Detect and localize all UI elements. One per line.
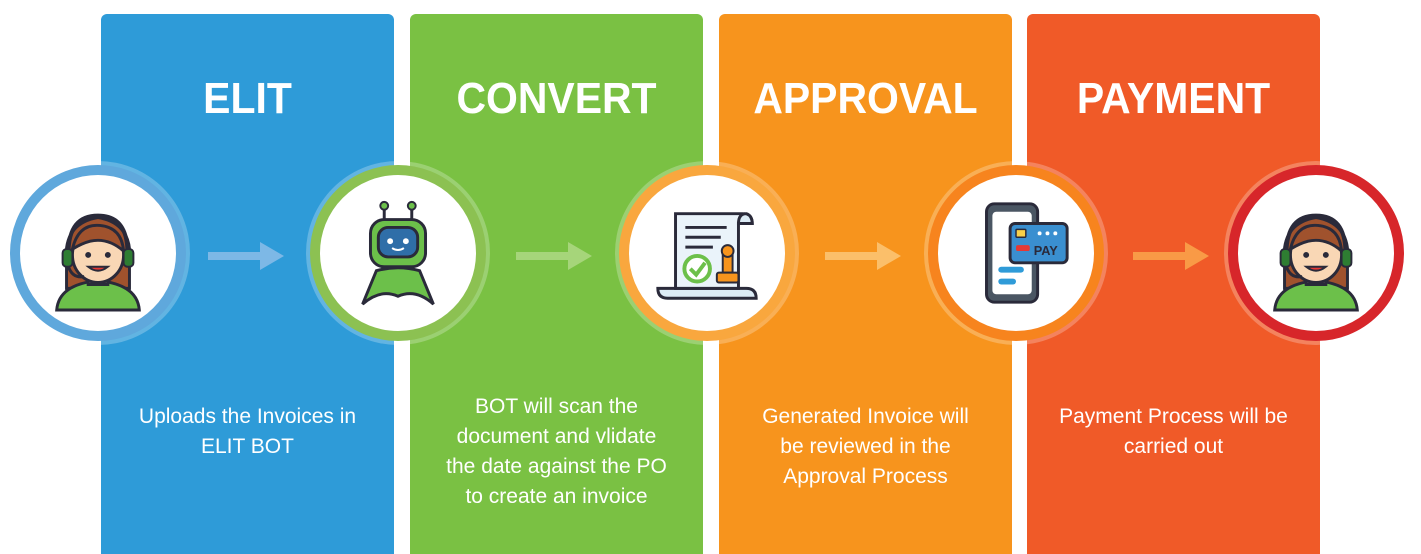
stage-title: APPROVAL <box>753 74 978 123</box>
stage-title: PAYMENT <box>1076 74 1271 123</box>
node-agent-start <box>10 165 186 341</box>
node-payment: PAY <box>928 165 1104 341</box>
node-agent-end <box>1228 165 1404 341</box>
stage-description: Generated Invoice will be reviewed in th… <box>729 402 1002 492</box>
flow-arrow-icon <box>208 242 284 270</box>
description-line: Uploads the Invoices in <box>138 405 357 428</box>
node-robot <box>310 165 486 341</box>
stage-title: ELIT <box>203 74 292 123</box>
description-line: to create an invoice <box>465 485 648 508</box>
node-document <box>619 165 795 341</box>
robot-icon <box>361 200 435 306</box>
card-pay-label: PAY <box>1034 243 1059 258</box>
flow-arrow-icon <box>825 242 901 270</box>
description-line: carried out <box>1123 435 1224 458</box>
stage-description: Payment Process will be carried out <box>1037 402 1310 462</box>
mobile-payment-icon: PAY <box>985 202 1069 304</box>
description-line: the date against the PO <box>446 455 667 478</box>
description-line: Generated Invoice will <box>762 405 969 428</box>
description-line: ELIT BOT <box>201 435 294 458</box>
description-line: Payment Process will be <box>1059 405 1288 428</box>
support-agent-icon <box>55 213 141 312</box>
stage-title: CONVERT <box>456 74 657 123</box>
document-stamp-icon <box>656 212 758 300</box>
description-line: BOT will scan the <box>474 395 638 418</box>
flow-arrow-icon <box>516 242 592 270</box>
description-line: document and vlidate <box>456 425 657 448</box>
description-line: be reviewed in the <box>780 435 951 458</box>
stage-description: BOT will scan the document and vlidate t… <box>420 392 693 512</box>
support-agent-icon <box>1273 213 1359 312</box>
description-line: Approval Process <box>783 465 948 488</box>
flow-arrow-icon <box>1133 242 1209 270</box>
stage-description: Uploads the Invoices in ELIT BOT <box>111 402 384 462</box>
